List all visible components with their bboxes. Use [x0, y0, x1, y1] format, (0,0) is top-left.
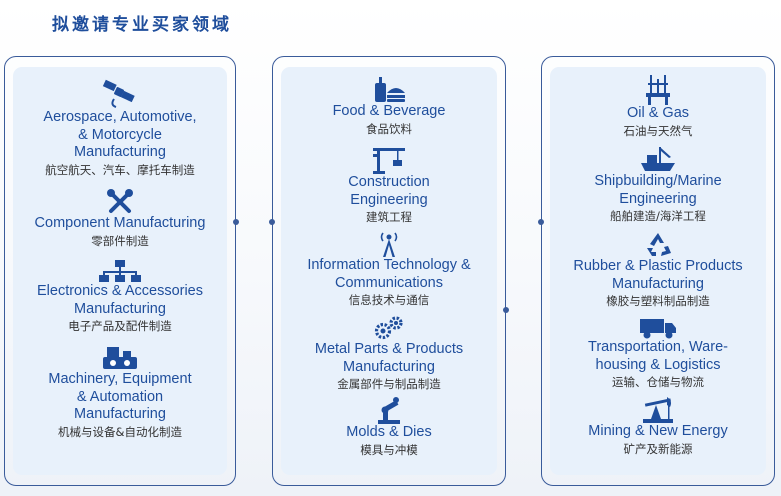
industry-name-line: Engineering	[619, 190, 697, 207]
industry-name-en: Electronics & Accessories Manufacturing	[5, 283, 235, 318]
industry-name-line: Manufacturing	[74, 406, 166, 422]
industry-panel-right: Oil & Gas 石油与天然气 Shipbuilding/Marine Eng…	[538, 56, 775, 486]
industry-name-line: Molds & Dies	[346, 424, 432, 440]
industry-name-zh: 零部件制造	[91, 233, 149, 248]
industry-entry-aerospace: Aerospace, Automotive, & Motorcycle Manu…	[5, 79, 235, 178]
industry-name-zh: 橡胶与塑料制品制造	[606, 294, 710, 308]
satellite-icon	[102, 79, 135, 108]
industry-name-line: Manufacturing	[74, 300, 166, 317]
industry-name-en: Machinery, Equipment & Automation Manufa…	[5, 371, 235, 424]
antenna-icon	[380, 232, 398, 257]
industry-name-line: Information Technology &	[307, 257, 471, 273]
industry-entry-construction: Construction Engineering 建筑工程	[273, 144, 505, 225]
industry-entry-component: Component Manufacturing 零部件制造	[5, 189, 235, 249]
industry-name-en: Information Technology & Communications	[273, 257, 505, 292]
industry-name-line: Rubber & Plastic Products	[573, 258, 743, 274]
industry-name-zh: 建筑工程	[366, 210, 412, 224]
industry-name-en: Mining & New Energy	[542, 423, 774, 441]
connector-dot	[503, 307, 509, 313]
industry-entry-machinery: Machinery, Equipment & Automation Manufa…	[5, 343, 235, 440]
industry-name-zh: 石油与天然气	[623, 123, 693, 138]
industry-name-en: Metal Parts & Products Manufacturing	[273, 341, 505, 376]
industry-name-zh: 信息技术与通信	[348, 293, 430, 307]
industry-name-zh: 船舶建造/海洋工程	[610, 209, 706, 223]
industry-name-zh: 航空航天、汽车、摩托车制造	[45, 162, 195, 177]
industry-name-line: Component Manufacturing	[34, 215, 206, 231]
industry-name-line: Engineering	[350, 191, 428, 208]
industry-name-line: Food & Beverage	[332, 103, 446, 119]
industry-name-en: Construction Engineering	[273, 174, 505, 209]
industry-entry-molds: Molds & Dies 模具与冲模	[273, 394, 505, 458]
network-icon	[99, 260, 141, 282]
industry-entry-mining: Mining & New Energy 矿产及新能源	[542, 393, 774, 457]
connector-dot	[269, 219, 275, 225]
industry-entry-electronics: Electronics & Accessories Manufacturing …	[5, 259, 235, 334]
industry-name-line: & Automation	[76, 388, 164, 405]
industry-name-line: Communications	[335, 274, 443, 291]
industry-name-zh: 电子产品及配件制造	[68, 319, 172, 333]
recycle-icon	[647, 233, 671, 256]
industry-name-en: Aerospace, Automotive, & Motorcycle Manu…	[5, 109, 235, 162]
industry-name-en: Shipbuilding/Marine Engineering	[542, 173, 774, 208]
industry-name-line: & Motorcycle	[78, 126, 162, 143]
industry-name-line: Manufacturing	[343, 358, 435, 375]
industry-name-en: Component Manufacturing	[5, 215, 235, 233]
connector-dot	[233, 219, 239, 225]
industry-name-en: Oil & Gas	[542, 105, 774, 123]
industry-name-zh: 模具与冲模	[360, 442, 418, 457]
industry-name-en: Molds & Dies	[273, 424, 505, 442]
industry-name-zh: 机械与设备&自动化制造	[58, 424, 182, 439]
industry-name-en: Rubber & Plastic Products Manufacturing	[542, 258, 774, 293]
industry-name-line: Transportation, Ware-	[588, 339, 728, 355]
industry-name-line: Metal Parts & Products	[314, 341, 464, 357]
industry-panel-left: Aerospace, Automotive, & Motorcycle Manu…	[4, 56, 239, 486]
gears-icon	[374, 316, 403, 340]
truck-icon	[640, 319, 676, 339]
connector-dot	[538, 219, 544, 225]
industry-name-line: Manufacturing	[612, 275, 704, 292]
industry-name-line: Oil & Gas	[626, 105, 690, 121]
oil-rig-icon	[646, 75, 670, 105]
industry-entry-metal: Metal Parts & Products Manufacturing 金属部…	[273, 315, 505, 392]
industry-name-line: Manufacturing	[74, 144, 166, 160]
industry-name-zh: 矿产及新能源	[623, 441, 693, 456]
ship-icon	[641, 147, 675, 171]
industry-name-line: Construction	[348, 174, 430, 190]
industry-name-line: Aerospace, Automotive,	[43, 109, 197, 125]
crane-icon	[373, 148, 405, 174]
industry-entry-shipbuilding: Shipbuilding/Marine Engineering 船舶建造/海洋工…	[542, 145, 774, 224]
panel-background	[550, 67, 766, 475]
industry-entry-logistics: Transportation, Ware- housing & Logistic…	[542, 315, 774, 390]
food-icon	[375, 77, 405, 102]
industry-name-line: Machinery, Equipment	[48, 371, 192, 387]
machinery-icon	[103, 347, 137, 369]
industry-name-line: housing & Logistics	[595, 356, 721, 373]
industry-name-line: Mining & New Energy	[588, 423, 728, 439]
industry-entry-it: Information Technology & Communications …	[273, 231, 505, 308]
industry-name-zh: 运输、仓储与物流	[612, 375, 704, 389]
industry-name-en: Food & Beverage	[273, 103, 505, 121]
industry-entry-food: Food & Beverage 食品饮料	[273, 75, 505, 137]
industry-name-en: Transportation, Ware- housing & Logistic…	[542, 339, 774, 374]
pump-jack-icon	[643, 397, 673, 423]
industry-name-zh: 食品饮料	[366, 121, 412, 136]
industry-name-zh: 金属部件与制品制造	[337, 377, 441, 391]
industry-entry-oil-gas: Oil & Gas 石油与天然气	[542, 73, 774, 139]
industry-panel-middle: Food & Beverage 食品饮料 Construction Engine…	[269, 56, 509, 486]
industry-name-line: Electronics & Accessories	[36, 283, 203, 299]
industry-name-line: Shipbuilding/Marine	[594, 173, 722, 189]
robot-arm-icon	[378, 397, 400, 424]
page-title: 拟邀请专业买家领域	[52, 15, 232, 35]
industry-entry-rubber-plastic: Rubber & Plastic Products Manufacturing …	[542, 232, 774, 309]
tools-icon	[107, 189, 133, 213]
